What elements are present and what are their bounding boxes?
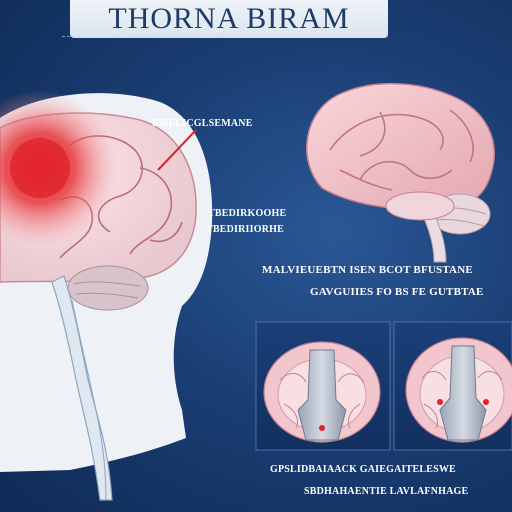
panel-left-dot — [319, 425, 325, 431]
panel-right-dot-1 — [437, 399, 443, 405]
cross-section-panel-left — [255, 321, 391, 451]
panel-right-stem — [439, 345, 487, 441]
side-label-line-2: TBEDIRIIORHE — [206, 224, 284, 235]
callout-label: BMELICGLSEMANE — [152, 118, 253, 129]
panel-left-folds — [279, 373, 365, 429]
panel-right-folds — [421, 371, 503, 429]
center-label-line-1: MALVIEUEBTN ISEN BCOT BFUSTANE — [262, 264, 473, 276]
callout-pointer — [157, 129, 197, 171]
head-profile — [0, 90, 213, 501]
spinal-line — [71, 299, 107, 501]
cross-section-panel-right — [393, 321, 512, 451]
brain-right-outline — [306, 82, 495, 211]
center-label-line-2: GAVGUIIES FO BS FE GUTBTAE — [310, 286, 484, 298]
brain-right-gyri — [329, 109, 474, 191]
spinal-cord — [51, 275, 113, 501]
title-banner: THORNA BIRAM — [70, 0, 388, 38]
title-divider — [62, 36, 388, 37]
brain-right-base — [385, 191, 455, 221]
cerebellum — [67, 265, 149, 311]
brain-side-view — [306, 82, 495, 263]
brain-left-gyri — [59, 135, 183, 259]
brain-highlight-core — [10, 138, 70, 198]
panel-left-stem — [297, 349, 347, 441]
page-title: THORNA BIRAM — [108, 2, 350, 35]
cerebellum-folds — [73, 281, 141, 299]
panel-right-dot-2 — [483, 399, 489, 405]
side-label-line-1: TBEDIRKOOHE — [208, 208, 287, 219]
bottom-label-line-2: SBDHAHAENTIE LAVLAFNHAGE — [304, 486, 469, 497]
bottom-label-line-1: GPSLIDBAIAACK GAIEGAITELESWE — [270, 464, 456, 475]
